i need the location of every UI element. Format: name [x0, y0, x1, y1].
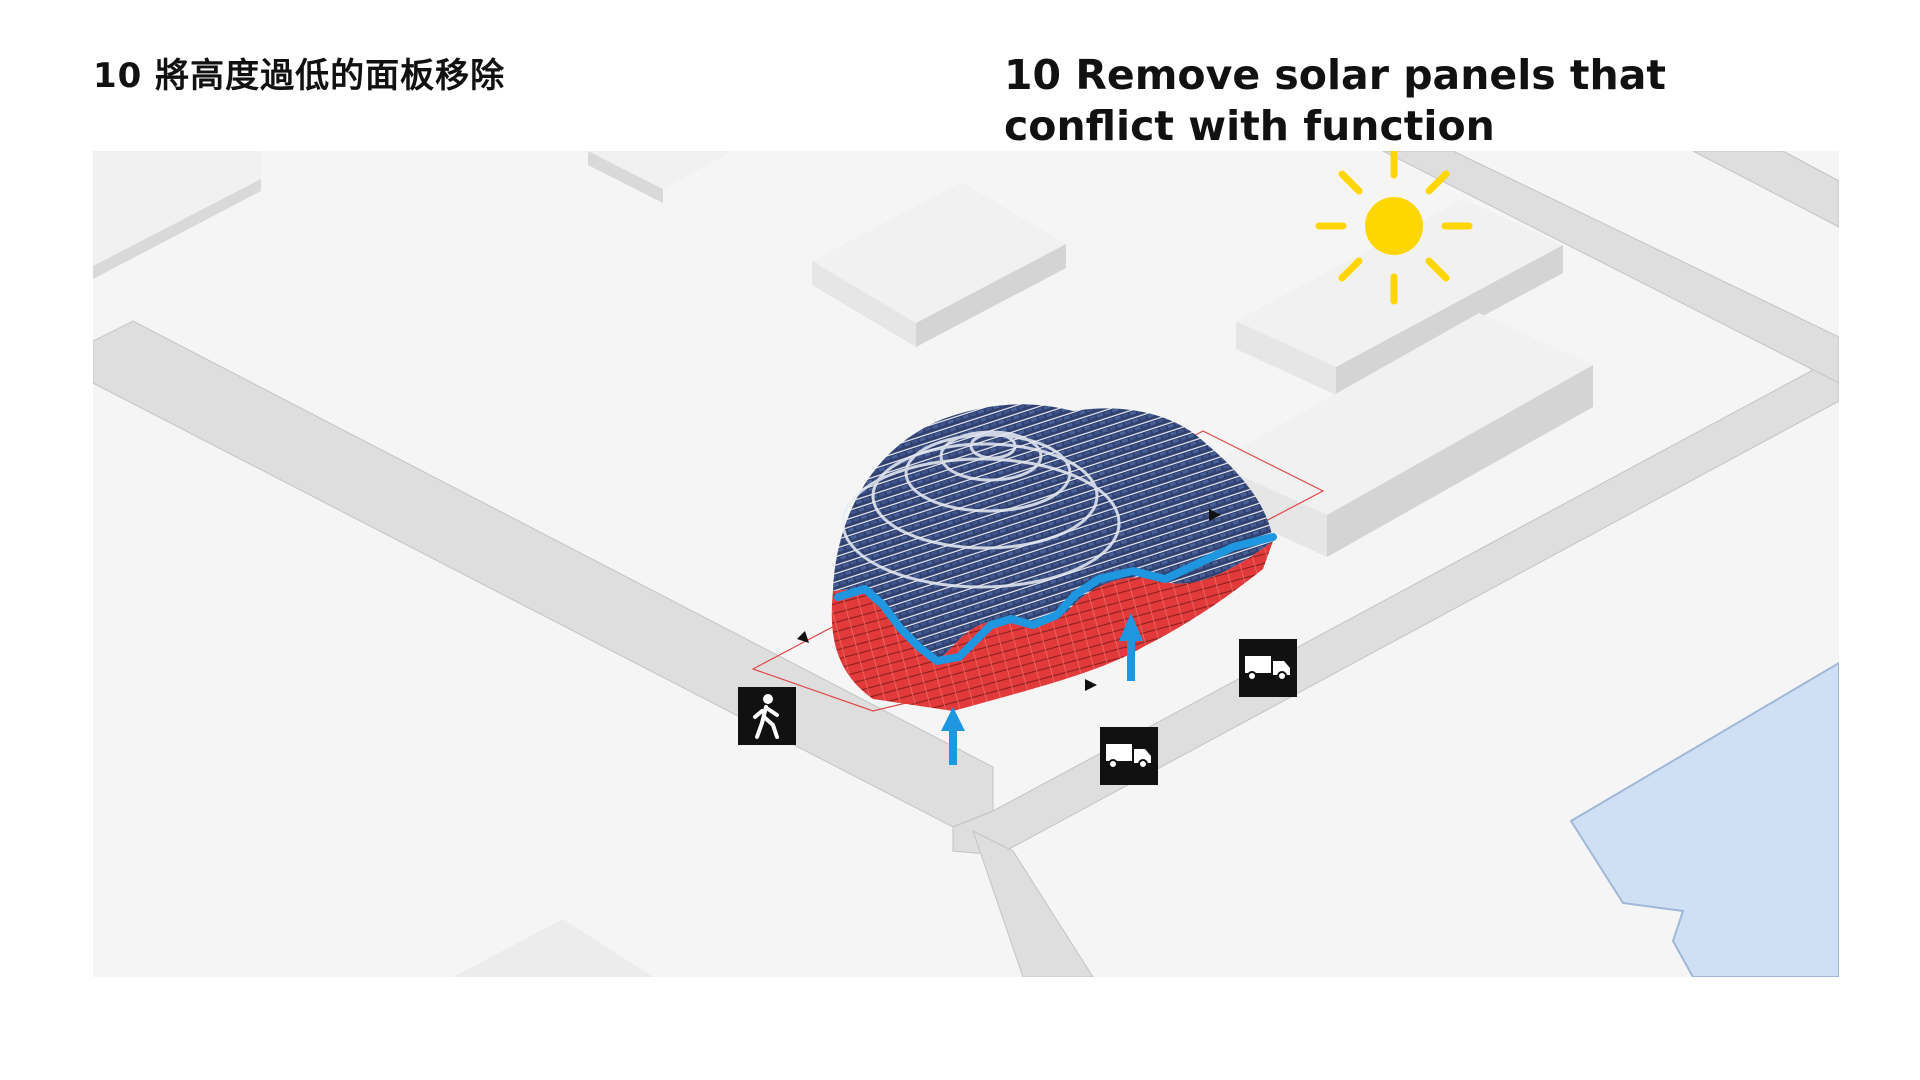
- truck-icon: [1239, 639, 1297, 697]
- building-bottom-left: [453, 919, 653, 977]
- kept-panels: [833, 404, 1273, 659]
- removed-panels: [831, 541, 1273, 711]
- up-arrow-left: [941, 707, 965, 765]
- sun-icon: [1315, 151, 1473, 305]
- panel-cut-line: [834, 533, 1277, 665]
- truck-icon: [1100, 727, 1158, 785]
- building-top-left: [93, 151, 261, 279]
- title-english: 10 Remove solar panels that conflict wit…: [1004, 51, 1666, 150]
- water-body: [1569, 661, 1839, 977]
- building-top-center: [588, 151, 733, 203]
- pedestrian-icon: [738, 687, 796, 745]
- building-mid: [812, 182, 1066, 347]
- up-arrow-right: [1119, 613, 1143, 681]
- direction-markers: [797, 509, 1221, 691]
- building-right-back: [1236, 199, 1563, 395]
- dome-rings: [841, 430, 1121, 589]
- isometric-site-diagram: [93, 151, 1839, 977]
- title-chinese: 10 將高度過低的面板移除: [93, 56, 506, 96]
